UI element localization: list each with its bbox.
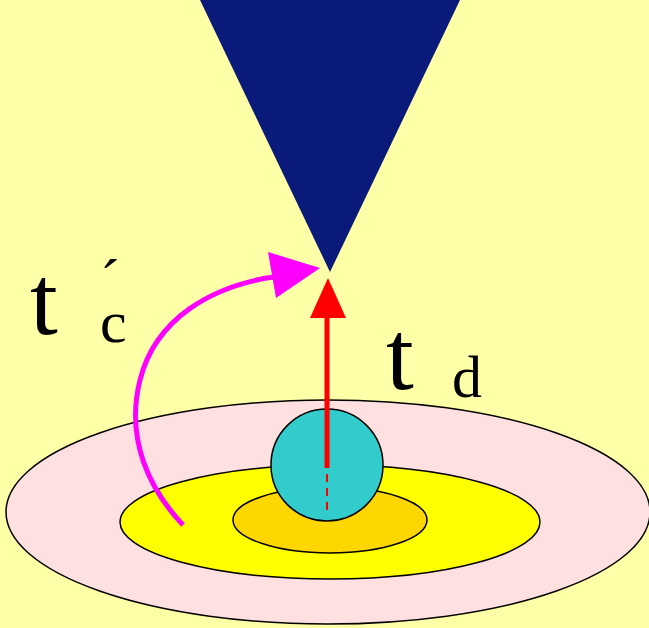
symbol-label: t bbox=[30, 251, 58, 351]
direct-arrow bbox=[325, 315, 330, 468]
stm-tip bbox=[200, 0, 460, 272]
symbol-label: c bbox=[100, 292, 127, 352]
arrow-head bbox=[310, 278, 346, 318]
arrow-head bbox=[268, 252, 320, 298]
indirect-arrow bbox=[136, 276, 280, 525]
symbol-label: d bbox=[452, 347, 482, 407]
dashed-line bbox=[326, 468, 328, 510]
symbol-label: t bbox=[386, 306, 414, 406]
